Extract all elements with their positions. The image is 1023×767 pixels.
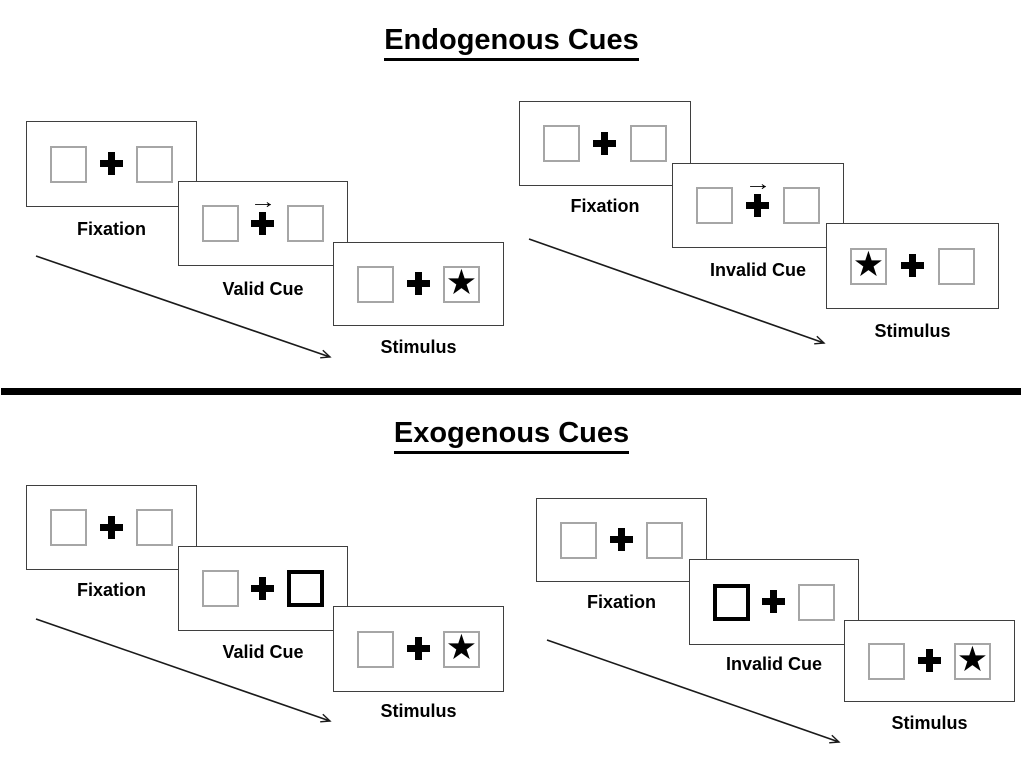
fixation-cross-wrap: →	[745, 174, 772, 218]
fixation-cross-icon	[99, 515, 123, 539]
fixation-cross-wrap: →	[250, 192, 277, 236]
left-placeholder-box	[696, 187, 733, 224]
cue-panel: →	[178, 546, 348, 631]
right-placeholder-box: ★	[443, 262, 480, 303]
fixation-cross-icon	[762, 590, 785, 613]
right-placeholder-box	[938, 247, 975, 285]
fixation-cross-wrap: →	[99, 515, 124, 540]
panel-label: Fixation	[570, 196, 640, 216]
right-placeholder-box	[646, 521, 683, 559]
right-placeholder-box: ★	[954, 639, 991, 680]
fixation-cross-wrap: →	[762, 590, 786, 614]
panel-label: Fixation	[586, 592, 656, 612]
panel-label: Fixation	[76, 580, 146, 600]
time-arrow	[35, 618, 332, 723]
panel-label: Valid Cue	[222, 279, 304, 299]
cue-arrow-icon: →	[744, 172, 772, 195]
fixation-cross-icon	[917, 649, 941, 672]
panel-label: Valid Cue	[222, 642, 304, 662]
fixation-cross-icon	[251, 576, 274, 600]
stimulus-panel: ★ →	[826, 223, 999, 309]
fixation-cross-wrap: →	[99, 152, 124, 176]
left-placeholder-box	[543, 125, 580, 162]
panel-label: Stimulus	[380, 701, 457, 721]
cue-panel: →	[178, 181, 348, 266]
star-stimulus-icon: ★	[956, 639, 989, 679]
fixation-panel: →	[519, 101, 691, 186]
left-placeholder-box	[50, 145, 87, 183]
fixation-panel: →	[26, 485, 197, 570]
left-placeholder-box	[202, 205, 239, 242]
right-placeholder-box	[798, 583, 835, 621]
left-placeholder-box	[50, 509, 87, 546]
panel-label: Invalid Cue	[725, 654, 823, 674]
stimulus-panel: → ★	[844, 620, 1015, 702]
fixation-cross-wrap: →	[609, 528, 634, 552]
exogenous-cue-box	[287, 570, 324, 607]
fixation-cross-icon	[251, 211, 274, 235]
cue-panel: →	[689, 559, 859, 645]
panel-label: Stimulus	[891, 713, 968, 733]
fixation-panel: →	[26, 121, 197, 207]
right-placeholder-box	[136, 145, 173, 183]
fixation-cross-icon	[900, 254, 924, 277]
fixation-cross-icon	[99, 152, 123, 175]
fixation-cross-icon	[609, 528, 633, 551]
fixation-cross-icon	[746, 193, 769, 217]
fixation-cross-icon	[593, 131, 616, 155]
right-placeholder-box	[783, 187, 820, 224]
panel-label: Stimulus	[874, 321, 951, 341]
time-arrow	[35, 255, 332, 359]
stimulus-panel: → ★	[333, 606, 504, 692]
panel-label: Invalid Cue	[709, 260, 807, 280]
cue-panel: →	[672, 163, 844, 248]
fixation-cross-wrap: →	[593, 131, 617, 156]
panel-label: Stimulus	[380, 337, 457, 357]
right-placeholder-box	[287, 205, 324, 242]
left-placeholder-box: ★	[850, 244, 887, 285]
star-stimulus-icon: ★	[852, 244, 885, 284]
time-arrow	[528, 238, 826, 345]
left-placeholder-box	[868, 642, 905, 680]
fixation-cross-icon	[406, 637, 430, 660]
section-title-endogenous: Endogenous Cues	[0, 24, 1023, 62]
cue-arrow-icon: →	[249, 190, 277, 213]
section-title-exogenous: Exogenous Cues	[0, 417, 1023, 455]
section-divider	[1, 388, 1021, 395]
exogenous-cue-box	[713, 583, 750, 621]
fixation-cross-wrap: →	[251, 576, 275, 601]
panel-label: Fixation	[76, 219, 146, 239]
right-placeholder-box: ★	[443, 627, 480, 668]
star-stimulus-icon: ★	[445, 262, 478, 302]
left-placeholder-box	[357, 630, 394, 668]
star-stimulus-icon: ★	[445, 627, 478, 667]
left-placeholder-box	[357, 265, 394, 303]
section-title-text: Exogenous Cues	[393, 417, 630, 455]
left-placeholder-box	[560, 521, 597, 559]
section-title-text: Endogenous Cues	[384, 24, 639, 62]
fixation-cross-wrap: →	[406, 272, 431, 296]
fixation-panel: →	[536, 498, 707, 582]
time-arrow	[546, 639, 841, 744]
stimulus-panel: → ★	[333, 242, 504, 326]
left-placeholder-box	[202, 570, 239, 607]
fixation-cross-wrap: →	[406, 637, 431, 661]
fixation-cross-wrap: →	[917, 649, 942, 673]
fixation-cross-icon	[406, 272, 430, 295]
fixation-cross-wrap: →	[900, 254, 925, 278]
right-placeholder-box	[136, 509, 173, 546]
right-placeholder-box	[630, 125, 667, 162]
